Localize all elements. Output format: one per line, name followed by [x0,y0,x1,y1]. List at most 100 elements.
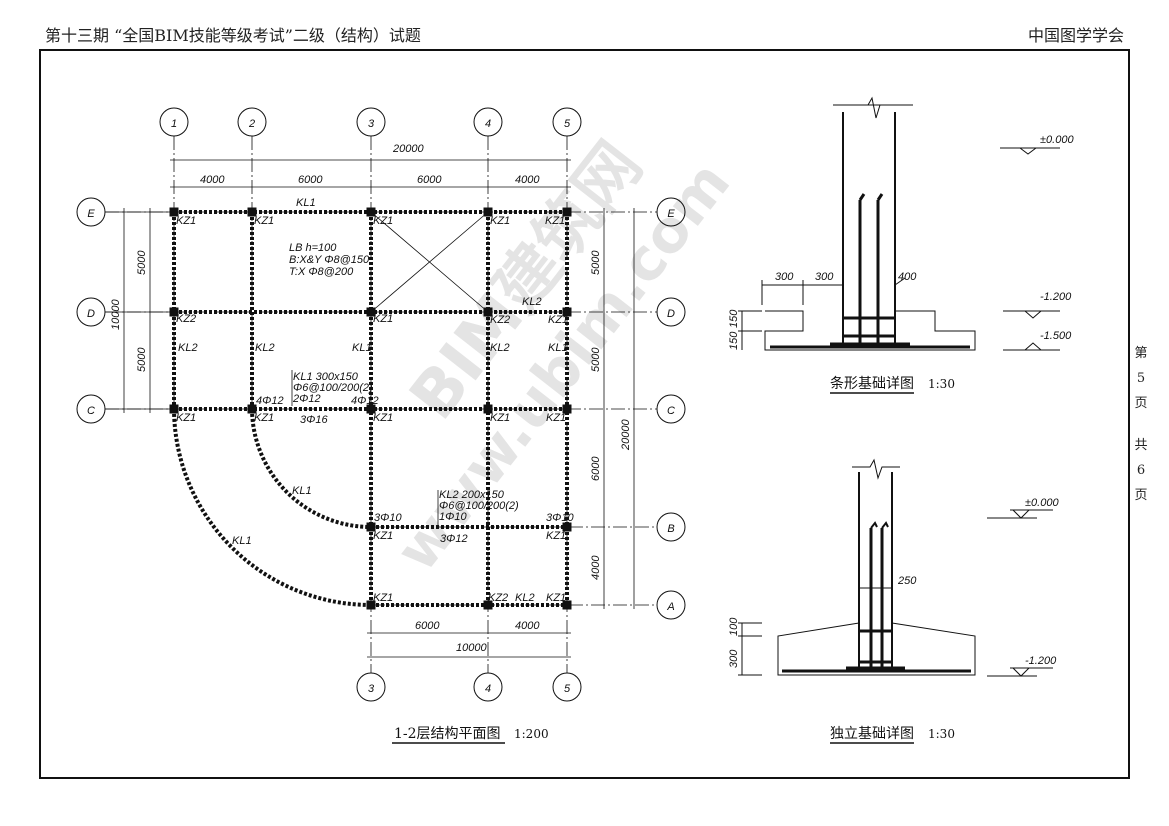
drawing-frame [39,49,1130,779]
axis-bubble [473,107,503,137]
dimension-total: 20000 [392,143,424,155]
beam-note: Φ6@100/200(2) [293,382,373,394]
axis-bubble [656,297,686,327]
column [562,307,572,317]
dimension: 4000 [515,174,540,186]
member-label: KZ2 [176,313,196,325]
axis-label: D [667,308,675,320]
member-label: KZ1 [176,215,196,227]
axis-bubble [473,672,503,702]
member-label: KZ1 [546,530,566,542]
axis-label: 5 [564,683,571,695]
axis-label: C [87,405,95,417]
member-label: KZ1 [545,215,565,227]
watermark: BIM建筑网 www.ubim.com [382,129,743,584]
dimension: 5000 [590,347,602,372]
isolated-title: 独立基础详图 [830,725,914,742]
strip-title: 条形基础详图 [830,375,914,392]
axis-label: 5 [564,118,571,130]
dimension: 5000 [590,250,602,275]
axis-label: E [667,208,675,220]
organization: 中国图学学会 [1027,26,1124,45]
member-label: KL1 [292,485,312,497]
strip-footing-detail [738,96,1060,351]
dimension: 4000 [515,620,540,632]
dimension: 6000 [417,174,442,186]
page-char: 页 [1134,488,1148,503]
curved-beam [250,408,372,529]
opening-cross [370,211,489,313]
dim: 100 [728,617,740,636]
dimension-total: 10000 [456,642,487,654]
axis-bubble [656,197,686,227]
member-label: KZ1 [254,215,274,227]
column [483,307,493,317]
isolated-scale: 1:30 [928,727,955,741]
axis-bubble [656,512,686,542]
slab-note: LB h=100 [289,242,337,254]
column [366,522,376,532]
level: -1.200 [1025,655,1057,667]
level: -1.200 [1040,291,1072,303]
axis-bubble [552,107,582,137]
member-label: KL1 [296,197,316,209]
page-char: 共 [1134,438,1148,453]
member-label: KZ1 [546,592,566,604]
level: ±0.000 [1040,134,1074,146]
plan-scale: 1:200 [514,727,549,741]
member-label: KZ2 [490,314,510,326]
column [247,404,257,414]
dimension: 5000 [136,347,148,372]
beam-note: 1Φ10 [439,511,467,523]
member-label: KL1 [352,342,372,354]
level: ±0.000 [1025,497,1059,509]
dim: 150 [728,309,740,328]
axis-bubble [656,394,686,424]
column [562,522,572,532]
member-label: KZ1 [373,412,393,424]
column [366,404,376,414]
member-label: KZ1 [546,412,566,424]
dim: 300 [815,271,834,283]
axis-bubble [552,672,582,702]
axis-label: 4 [485,118,491,130]
beam-note: KL2 200x150 [439,489,505,501]
member-label: KZ1 [373,530,393,542]
dimension: 6000 [415,620,440,632]
member-label: KL1 [232,535,252,547]
axis-bubble [356,107,386,137]
rebar-note: 3Φ10 [546,512,574,524]
rebar-note: 3Φ16 [300,414,328,426]
column [562,404,572,414]
column [562,207,572,217]
slab-note: B:X&Y Φ8@150 [289,254,370,266]
member-label: KZ1 [548,314,568,326]
isolated-footing-detail [738,458,1053,677]
column [366,207,376,217]
rebar-note: 3Φ10 [374,512,402,524]
member-label: KZ1 [373,592,393,604]
axis-label: 4 [485,683,491,695]
page-char: 页 [1134,396,1148,411]
member-label: KZ1 [373,313,393,325]
column [483,404,493,414]
column [483,207,493,217]
dimension: 4000 [200,174,225,186]
axis-bubble [356,672,386,702]
beam-note: Φ6@100/200(2) [439,500,519,512]
column [562,600,572,610]
page-char: 第 [1134,346,1148,361]
axis-bubble [159,107,189,137]
beam-note: KL1 300x150 [293,371,359,383]
column [483,600,493,610]
page-number: 5 [1136,371,1146,386]
dimension: 5000 [136,250,148,275]
dim: 300 [728,649,740,668]
dimension: 6000 [590,456,602,481]
structural-plan [76,107,686,702]
member-label: KZ1 [373,215,393,227]
dimension: 6000 [298,174,323,186]
member-label: KL2 [178,342,198,354]
member-label: KZ1 [176,412,196,424]
